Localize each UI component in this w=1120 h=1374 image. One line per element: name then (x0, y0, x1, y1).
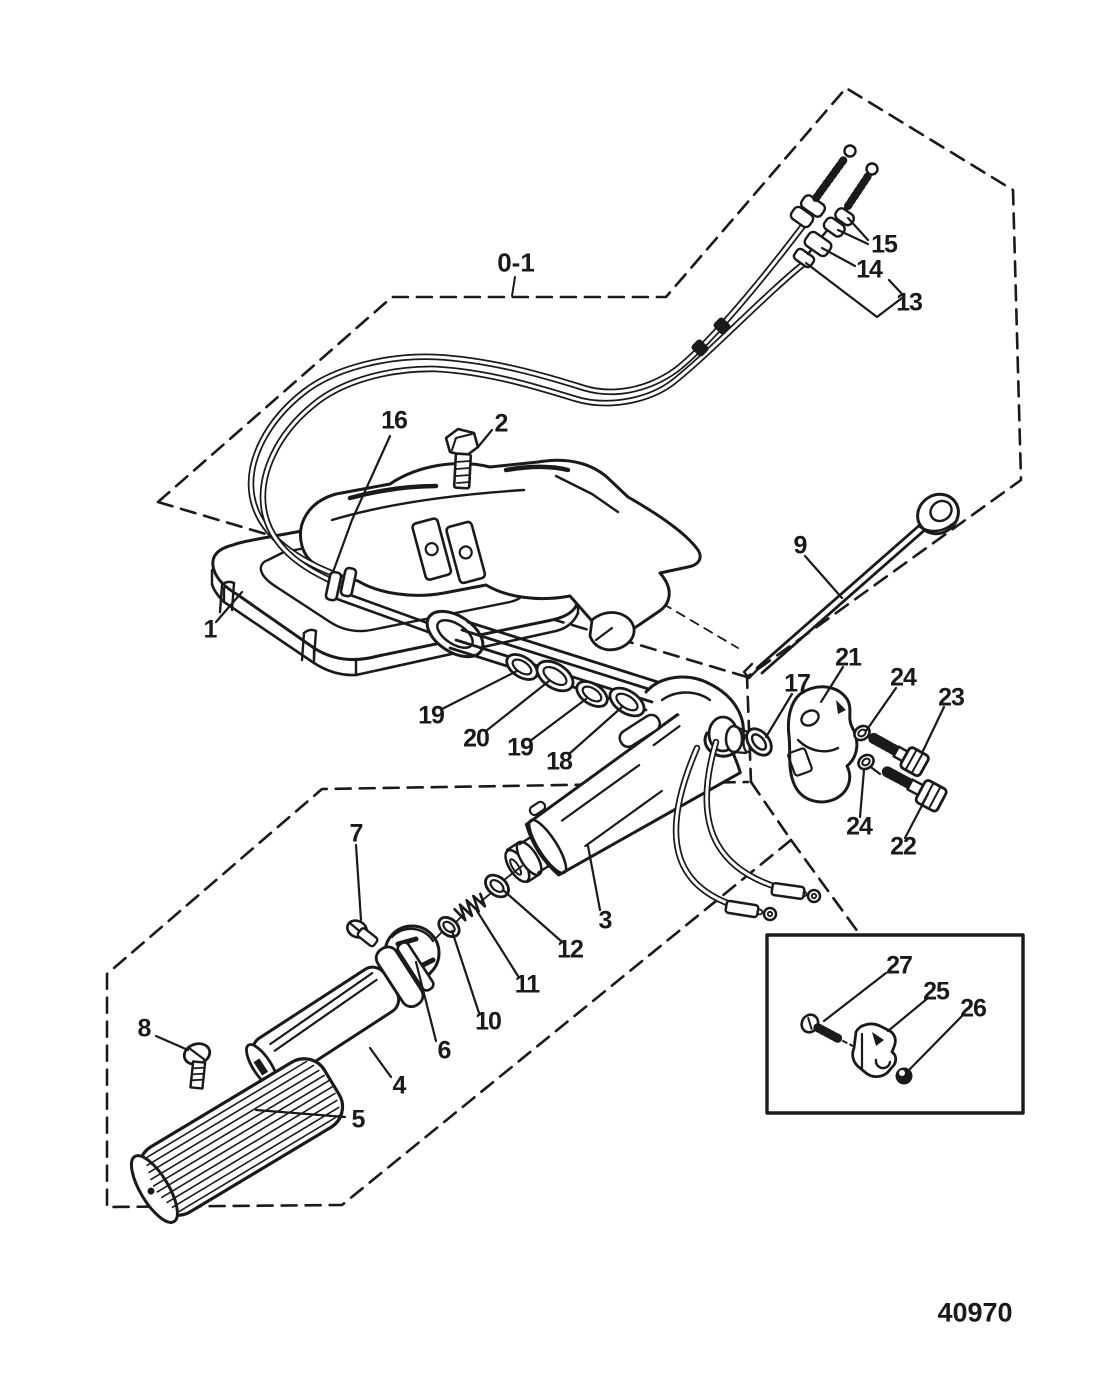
callout-leaders (154, 216, 965, 1119)
callout-2: 2 (494, 409, 509, 438)
callout-11: 11 (514, 970, 540, 999)
callout-13: 13 (896, 288, 923, 317)
callout-25: 25 (923, 977, 950, 1006)
callout-21: 21 (835, 643, 862, 672)
inset-detail-box (765, 933, 1025, 1115)
callout-14: 14 (856, 255, 883, 284)
exploded-axis-ticks (433, 865, 523, 941)
part-8-screw (182, 1042, 212, 1090)
part-26-nut (895, 1067, 913, 1085)
callout-3: 3 (598, 906, 613, 935)
part-3-steering-arm (504, 675, 754, 884)
callout-17: 17 (784, 669, 811, 698)
cable-a-end-fittings (789, 144, 857, 229)
callout-19: 19 (507, 733, 534, 762)
callout-23: 23 (938, 683, 965, 712)
callout-6: 6 (437, 1036, 452, 1065)
callout-15: 15 (871, 230, 898, 259)
pivot-throttle-cables (672, 738, 822, 922)
part-24-washer-b (857, 753, 882, 776)
cast-steering-bracket (299, 458, 702, 652)
part-23-bolt (868, 732, 930, 778)
drawing-number: 40970 (937, 1297, 1013, 1328)
callout-5: 5 (351, 1105, 366, 1134)
steering-shaft (448, 620, 666, 712)
callout-1: 1 (203, 615, 218, 644)
callout-4: 4 (392, 1071, 407, 1100)
part-5-throttle-grip (129, 1057, 345, 1224)
part-21-cam-bracket (786, 685, 859, 804)
group-label-tick (511, 276, 516, 297)
callout-26: 26 (960, 994, 987, 1023)
callout-20: 20 (463, 724, 490, 753)
part-12-retaining-ring (484, 873, 510, 899)
part-10-washer (437, 915, 461, 939)
part-2-bolt (444, 427, 480, 490)
callout-19: 19 (418, 701, 445, 730)
part-7-screw (346, 919, 379, 948)
callout-10: 10 (475, 1007, 502, 1036)
callout-16: 16 (381, 406, 408, 435)
callout-18: 18 (546, 747, 573, 776)
group-label: 0-1 (497, 247, 535, 278)
callout-8: 8 (137, 1014, 152, 1043)
callout-7: 7 (349, 819, 364, 848)
part-16-cable-clamp (324, 566, 358, 602)
callout-24: 24 (890, 663, 917, 692)
part-25-clamp-block (851, 1022, 898, 1079)
callout-22: 22 (890, 832, 917, 861)
callout-9: 9 (793, 531, 808, 560)
part-27-screw (800, 1013, 843, 1044)
callout-12: 12 (557, 935, 584, 964)
callout-24: 24 (846, 812, 873, 841)
callout-27: 27 (886, 951, 913, 980)
part-11-spring (453, 892, 487, 922)
